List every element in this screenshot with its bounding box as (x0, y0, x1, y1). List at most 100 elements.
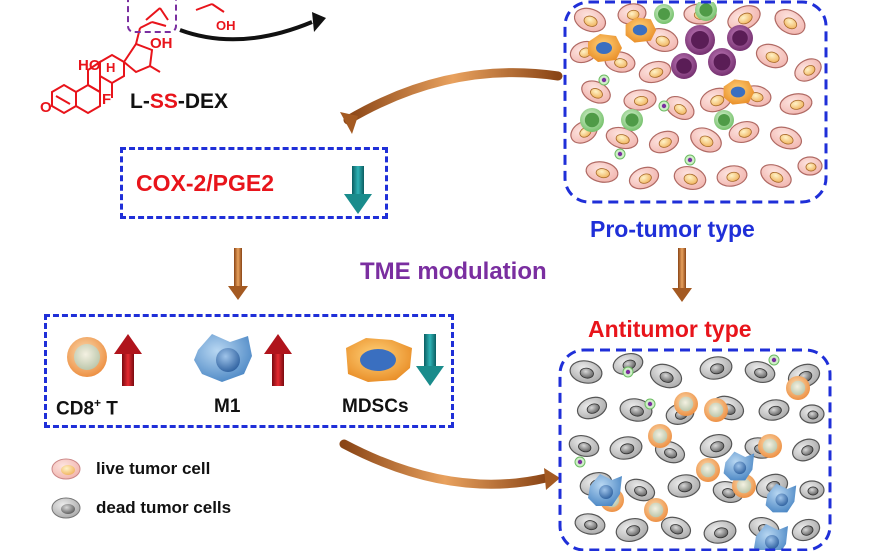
live-tumor-cell (797, 156, 823, 176)
atom-o: O (40, 99, 52, 116)
macrophage-cell (588, 474, 622, 506)
purple-cell (671, 53, 697, 79)
small-cell (622, 366, 634, 378)
dead-tumor-cell (799, 480, 825, 500)
cox-box (120, 147, 388, 219)
green-cell (654, 4, 674, 24)
m1-label: M1 (214, 396, 241, 417)
antitumor-panel (558, 348, 832, 551)
live-tumor-cell (638, 60, 672, 84)
release-arrow (179, 20, 313, 42)
cox-down-arrow (344, 166, 372, 214)
dead-tumor-cell (574, 513, 606, 535)
m1-up-arrow (264, 334, 292, 386)
mdsc-cell (723, 79, 755, 105)
flow-arrowhead-1 (340, 112, 358, 134)
flow-arrow-cox-to-immune (234, 248, 242, 288)
live-tumor-cell (573, 7, 607, 33)
mdscs-label: MDSCs (342, 396, 409, 417)
live-tumor-cell (794, 58, 822, 82)
cd8-t-label: CD8+ T (56, 396, 118, 420)
dead-tumor-cell (569, 360, 603, 384)
purple-cell (727, 25, 753, 51)
small-cell (574, 456, 586, 468)
macrophage-cell (723, 451, 755, 481)
legend-live-tumor-label: live tumor cell (96, 459, 211, 478)
dead-tumor-cell (744, 360, 776, 384)
live-tumor-cell (628, 166, 660, 190)
cd8-t-cell (644, 498, 668, 522)
dead-tumor-cell (619, 398, 653, 422)
m1-macrophage-icon (194, 334, 252, 382)
dead-tumor-cell (799, 404, 825, 424)
small-cell (614, 148, 626, 160)
pro-tumor-panel (563, 0, 828, 204)
macrophage-cell (754, 524, 788, 550)
mdsc-down-arrow (416, 334, 444, 386)
immune-box (44, 314, 454, 428)
live-tumor-cell-icon (51, 458, 81, 480)
live-tumor-cell (623, 89, 657, 111)
atom-h: H (106, 60, 115, 75)
flow-arrowhead-4 (544, 468, 560, 490)
live-tumor-cell (760, 164, 792, 188)
small-cell (644, 398, 656, 410)
dead-tumor-cell (615, 517, 649, 543)
flow-arrow-immune-to-anti (339, 439, 551, 489)
cd8-t-cell (786, 376, 810, 400)
dead-tumor-cell (758, 399, 790, 421)
dead-tumor-cell-icon (51, 497, 81, 519)
mdsc-cell (625, 17, 657, 43)
cd8-up-arrow (114, 334, 142, 386)
cd8-t-cell (704, 398, 728, 422)
small-cell (684, 154, 696, 166)
flow-arrow-pro-to-molecule (343, 68, 563, 125)
small-cell (598, 74, 610, 86)
green-cell (621, 109, 643, 131)
live-tumor-cell (673, 165, 707, 191)
antitumor-label: Antitumor type (588, 316, 752, 342)
dead-tumor-cell (660, 516, 692, 540)
live-tumor-cell (727, 5, 761, 31)
atom-ho: HO (78, 57, 101, 74)
cd8-t-cell (648, 424, 672, 448)
live-tumor-cell (690, 127, 722, 153)
live-tumor-cell (648, 130, 680, 154)
small-cell (768, 354, 780, 366)
pro-tumor-label: Pro-tumor type (590, 216, 755, 242)
cd8-t-cell (674, 392, 698, 416)
green-cell (580, 108, 604, 132)
mdsc-icon (346, 338, 412, 382)
dead-tumor-cell (703, 520, 737, 544)
live-tumor-cell (665, 95, 695, 121)
cd8-t-cell-icon (67, 337, 107, 377)
live-tumor-cell (581, 80, 611, 104)
cox-label: COX-2/PGE2 (136, 170, 275, 196)
l-ss-dex-molecule (51, 0, 225, 115)
live-tumor-cell (728, 120, 760, 144)
live-tumor-cell (716, 165, 748, 187)
green-cell (695, 2, 717, 21)
dead-tumor-cell (791, 518, 821, 542)
flow-arrowhead-2 (228, 286, 248, 300)
dead-tumor-cell (624, 478, 656, 502)
cd8-t-cell (758, 434, 782, 458)
dead-tumor-cell (792, 438, 820, 462)
dead-tumor-cell (649, 363, 683, 389)
live-tumor-cell (585, 161, 619, 183)
atom-oh: OH (150, 35, 173, 52)
dead-tumor-cell (576, 396, 608, 420)
atom-oh-small: OH (216, 18, 236, 33)
live-tumor-cell (769, 126, 803, 150)
green-cell (714, 110, 734, 130)
live-tumor-cell (605, 126, 639, 150)
cd8-t-cell (696, 458, 720, 482)
purple-cell (685, 25, 715, 55)
dead-tumor-cell (568, 434, 600, 458)
l-ss-dex-label: L-SS-DEX (130, 90, 229, 113)
dead-tumor-cell (699, 356, 733, 380)
live-tumor-cell (779, 93, 813, 115)
mdsc-cell (588, 34, 622, 62)
dead-tumor-cell (699, 433, 733, 459)
